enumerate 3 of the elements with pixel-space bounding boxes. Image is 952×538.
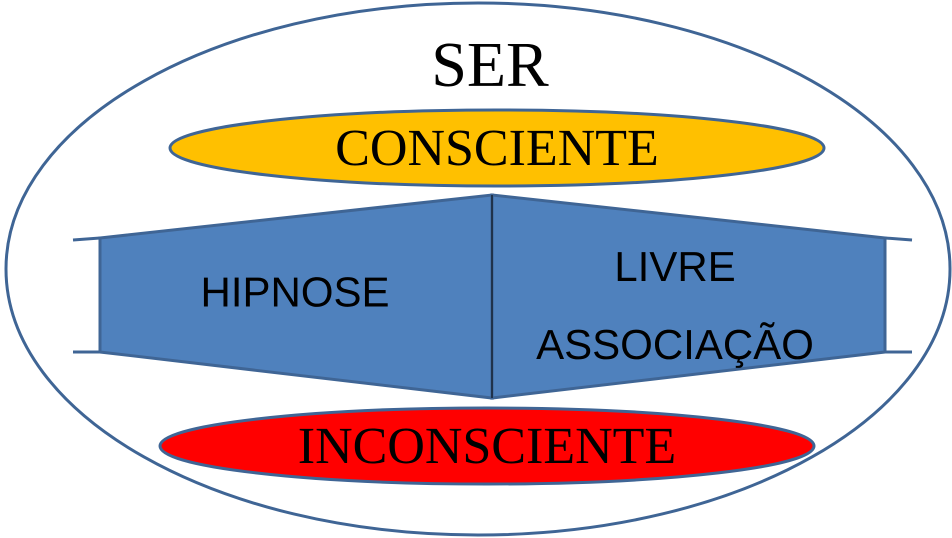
oval: INCONSCIENTE bbox=[158, 406, 816, 486]
oval: CONSCIENTE bbox=[168, 108, 826, 188]
trapezoid-panel: HIPNOSE bbox=[72, 193, 494, 400]
